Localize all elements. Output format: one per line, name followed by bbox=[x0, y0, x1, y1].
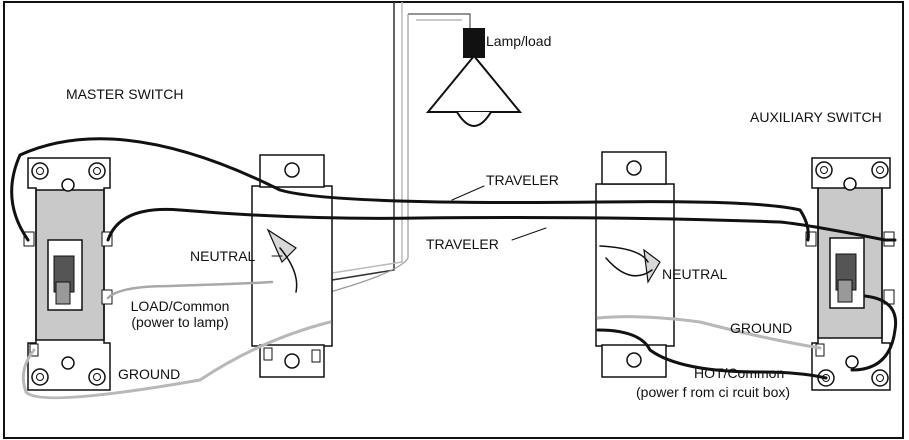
load-label-line2: (power to lamp) bbox=[131, 314, 229, 330]
ground-right-label: GROUND bbox=[730, 320, 793, 336]
load-common-label: LOAD/Common (power to lamp) bbox=[120, 298, 240, 330]
traveler-wire-bottom bbox=[106, 207, 897, 242]
lamp-label: Lamp/load bbox=[486, 33, 552, 49]
hot-power-label: (power f rom ci rcuit box) bbox=[636, 384, 791, 400]
neutral-right-label: NEUTRAL bbox=[662, 266, 728, 282]
lamp-icon bbox=[425, 28, 523, 127]
wires bbox=[10, 137, 898, 400]
master-switch-icon bbox=[23, 157, 113, 391]
load-wire bbox=[106, 280, 274, 300]
hot-common-label: HOT/Common bbox=[694, 365, 785, 381]
ground-wire-right bbox=[596, 315, 822, 350]
auxiliary-switch-icon bbox=[805, 157, 895, 391]
traveler-wire-top bbox=[10, 137, 810, 242]
ground-wire-left bbox=[21, 320, 332, 400]
traveler-bottom-label: TRAVELER bbox=[426, 236, 499, 252]
hot-wire bbox=[596, 328, 828, 380]
auxiliary-switch-label: AUXILIARY SWITCH bbox=[750, 109, 882, 125]
diagram-frame bbox=[3, 1, 904, 439]
traveler-top-label: TRAVELER bbox=[486, 172, 559, 188]
ground-left-label: GROUND bbox=[118, 366, 181, 382]
master-switch-label: MASTER SWITCH bbox=[66, 86, 184, 102]
load-label-line1: LOAD/Common bbox=[130, 298, 230, 314]
right-junction-box-icon bbox=[595, 151, 675, 378]
neutral-left-label: NEUTRAL bbox=[190, 248, 256, 264]
